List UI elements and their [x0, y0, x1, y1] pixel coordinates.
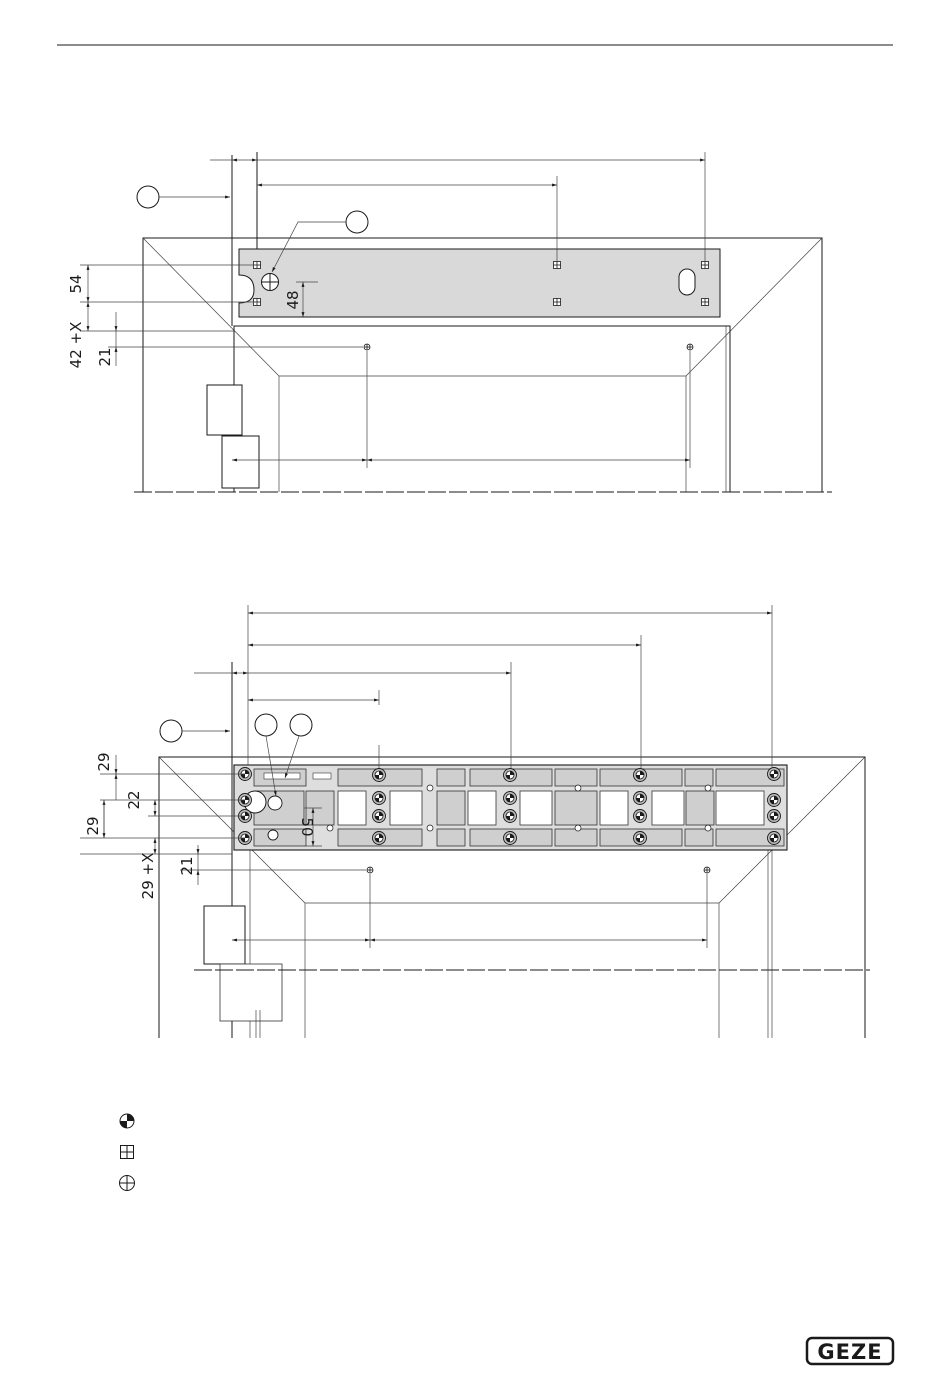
top-dim-48: 48	[284, 290, 302, 309]
bottom-dim-29x: 29 +X	[139, 853, 157, 900]
quartered-circle-icon	[120, 1114, 134, 1128]
geze-logo: GEZE	[807, 1338, 893, 1364]
geze-logo-text: GEZE	[817, 1340, 882, 1364]
bottom-dim-29-mid: 29	[84, 816, 102, 835]
bottom-diagram: 29 22 29 29 +X 21 50	[80, 605, 870, 1038]
symbol-legend	[120, 1114, 135, 1191]
bottom-dim-22: 22	[125, 790, 143, 809]
top-mounting-plate	[239, 249, 720, 317]
top-diagram: 54 42 +X 21 48	[67, 152, 832, 492]
top-callout-1	[137, 186, 230, 208]
bottom-dim-21: 21	[178, 856, 196, 875]
bottom-dim-29-top: 29	[95, 752, 113, 771]
top-dim-21: 21	[96, 347, 114, 366]
bottom-mounting-plate	[234, 765, 787, 850]
top-dim-42x: 42 +X	[67, 322, 85, 369]
top-dim-54: 54	[67, 274, 85, 293]
bottom-hinge	[204, 906, 282, 1038]
square-cross-icon	[121, 1146, 134, 1159]
top-hinge	[207, 385, 259, 488]
circle-cross-icon	[120, 1176, 135, 1191]
bottom-callout-1	[160, 720, 230, 742]
bottom-dim-50: 50	[298, 817, 316, 836]
